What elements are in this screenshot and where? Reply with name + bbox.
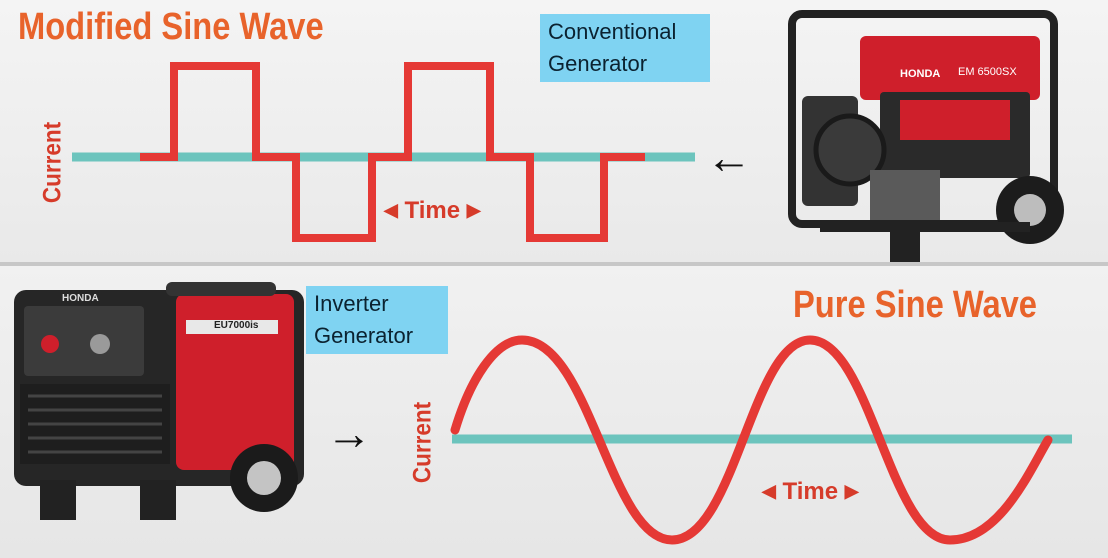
inverter-generator-image [14, 282, 304, 520]
inverter-label-line1: Inverter [314, 291, 389, 316]
modified-time-label: ◀ Time ▶ [384, 197, 481, 225]
inverter-label-line2: Generator [314, 323, 414, 348]
conventional-generator-brand: HONDA [900, 68, 941, 80]
pure-time-text: Time [782, 478, 839, 505]
time-left-arrow-icon: ◀ [762, 481, 776, 501]
inverter-generator-brand: HONDA [62, 293, 99, 304]
inverter-generator-label: Inverter Generator [306, 286, 448, 354]
pure-sine-title: Pure Sine Wave [793, 284, 1037, 326]
time-right-arrow-icon: ▶ [466, 200, 481, 220]
left-arrow-icon: ← [706, 131, 752, 183]
conventional-generator-label: Conventional Generator [540, 14, 710, 82]
modified-sine-wave [140, 62, 645, 242]
conventional-label-line1: Conventional [548, 19, 677, 44]
inverter-generator-model: EU7000is [214, 320, 259, 331]
time-left-arrow-icon: ◀ [384, 200, 398, 220]
section-divider [0, 262, 1108, 266]
pure-current-label: Current [408, 401, 437, 484]
modified-current-label: Current [38, 121, 67, 204]
modified-time-text: Time [404, 197, 461, 224]
modified-sine-title: Modified Sine Wave [18, 6, 324, 48]
conventional-label-line2: Generator [548, 51, 648, 76]
conventional-generator-model: EM 6500SX [958, 66, 1017, 78]
conventional-generator-image [788, 10, 1064, 262]
pure-sine-wave [450, 335, 1053, 545]
pure-time-label: ◀ Time ▶ [762, 478, 859, 506]
right-arrow-icon: → [326, 407, 372, 459]
time-right-arrow-icon: ▶ [844, 481, 859, 501]
